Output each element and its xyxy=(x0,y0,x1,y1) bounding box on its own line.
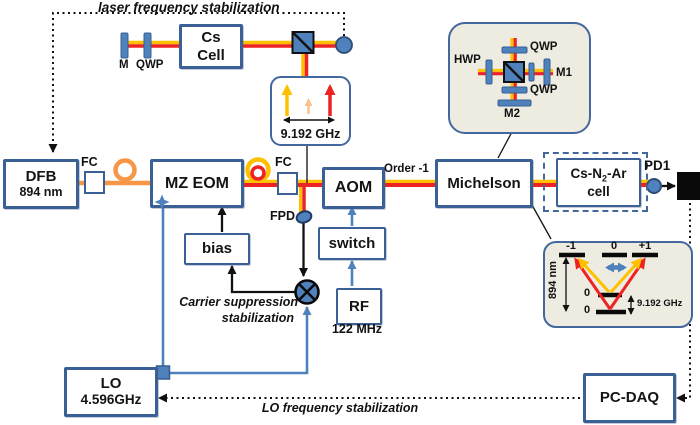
spectrum-annotation-box: 9.192 GHz xyxy=(270,76,351,146)
fiber-coupler-2 xyxy=(277,172,298,195)
cell-line1: Cs-N2-Ar xyxy=(570,166,627,184)
feedback-loops xyxy=(48,12,691,403)
mz-eom-label: MZ EOM xyxy=(165,174,229,192)
cs-cell-box: Cs Cell xyxy=(179,24,243,69)
michelson-detail-inset xyxy=(448,22,591,134)
bias-label: bias xyxy=(201,240,232,258)
cell-line2: cell xyxy=(587,183,610,199)
michelson-label: Michelson xyxy=(447,174,521,192)
lo-label: LO xyxy=(100,374,122,392)
switch-label: switch xyxy=(328,234,376,252)
blue-signal-lines xyxy=(161,203,357,375)
rf-label: RF xyxy=(349,297,369,315)
aom-label: AOM xyxy=(334,179,373,196)
fiber-coupler-1 xyxy=(84,171,105,194)
pc-daq-label: PC-DAQ xyxy=(599,389,660,407)
cs-cell-line1: Cs xyxy=(201,29,221,47)
bias-box: bias xyxy=(184,233,250,265)
lo-to-mixer-line xyxy=(170,306,312,375)
spectrum-frequency-label: 9.192 GHz xyxy=(280,127,341,141)
switch-box: switch xyxy=(318,227,386,260)
michelson-box: Michelson xyxy=(435,159,533,208)
lo-box: LO 4.596GHz xyxy=(64,367,158,417)
dfb-wavelength: 894 nm xyxy=(19,185,63,200)
energy-levels-inset xyxy=(543,241,693,328)
rf-box: RF xyxy=(336,288,382,325)
qwp-plate xyxy=(143,32,152,59)
cs-cell-line2: Cell xyxy=(197,46,225,64)
mixer-icon xyxy=(294,279,320,305)
dfb-label: DFB xyxy=(25,167,57,185)
fiber-loop-input xyxy=(113,158,137,182)
cell-dashed-outline xyxy=(543,152,648,212)
pd1-to-pcdaq-loop xyxy=(676,203,691,403)
lo-frequency: 4.596GHz xyxy=(80,392,142,408)
pc-daq-box: PC-DAQ xyxy=(583,373,676,423)
fpd-detector-icon xyxy=(295,210,313,224)
michelson-inset-pointer xyxy=(497,129,514,159)
mixer-to-bias-line xyxy=(227,265,295,294)
mz-eom-box: MZ EOM xyxy=(150,159,244,208)
detector-block xyxy=(677,172,700,200)
beamsplitter-cube xyxy=(291,31,315,54)
photodetector-top-icon xyxy=(335,36,353,54)
mirror-m-plate xyxy=(120,32,129,59)
black-signal-lines xyxy=(217,181,676,294)
dfb-laser-box: DFB 894 nm xyxy=(3,159,79,209)
aom-box: AOM xyxy=(322,167,385,209)
laser-stabilization-loop xyxy=(48,12,345,153)
cs-n2-ar-cell-box: Cs-N2-Ar cell xyxy=(556,158,641,207)
